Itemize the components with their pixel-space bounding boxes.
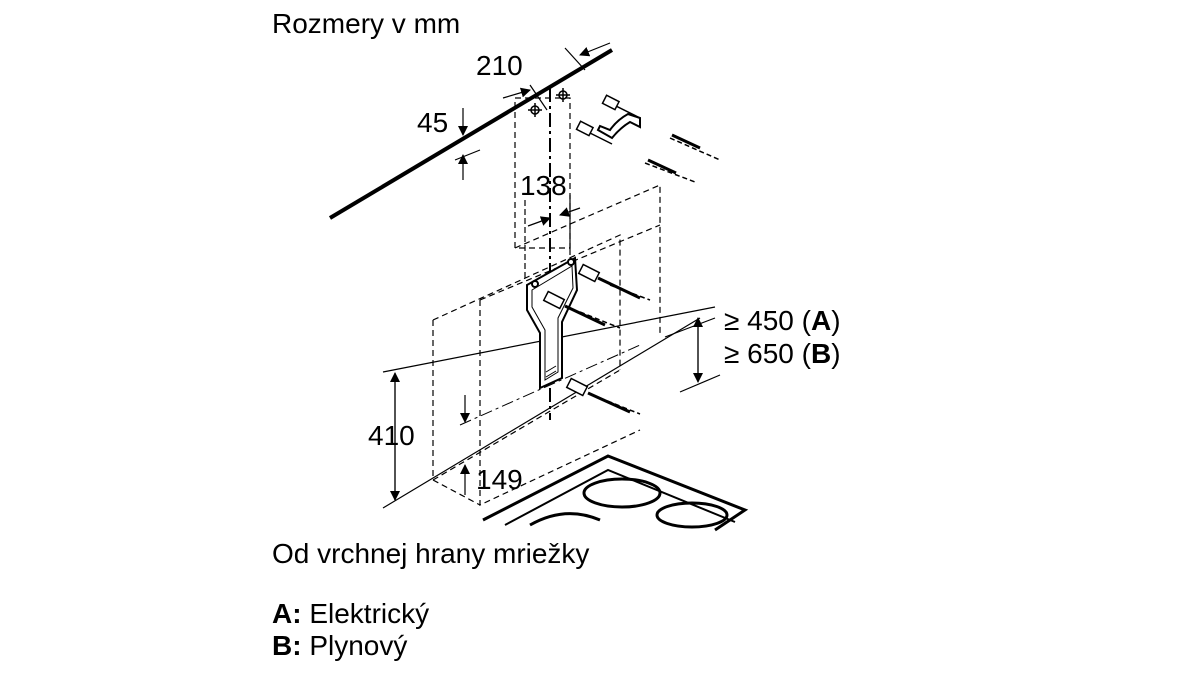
dimension-label-138: 138 <box>520 170 567 201</box>
top-screw-holes <box>528 88 570 117</box>
clearance-gas-letter: B <box>810 338 832 369</box>
legend-item-electric: A: Elektrický <box>272 600 429 628</box>
clearance-electric-letter: A <box>810 305 832 336</box>
dimension-label-45: 45 <box>417 107 449 138</box>
burner <box>655 501 729 529</box>
measurement-note: Od vrchnej hrany mriežky <box>272 538 590 569</box>
dimension-label-410: 410 <box>368 420 415 451</box>
upper-bracket <box>596 112 641 140</box>
legend-key: B: <box>272 630 302 661</box>
legend-key: A: <box>272 598 302 629</box>
lower-wall-plugs <box>542 263 651 415</box>
clearance-gas-value: ≥ 650 ( <box>724 338 811 369</box>
chimney-bracket <box>526 256 579 390</box>
dimension-label-149: 149 <box>476 464 523 495</box>
clearance-gas: ≥ 650 (B) <box>724 340 841 368</box>
upper-wall-plugs <box>575 94 721 183</box>
dimension-label-210: 210 <box>476 50 523 81</box>
legend-item-gas: B: Plynový <box>272 632 407 660</box>
page-title: Rozmery v mm <box>272 8 461 39</box>
legend-label: Elektrický <box>309 598 430 629</box>
dimension-45 <box>454 108 481 180</box>
dimension-clearance <box>664 317 721 393</box>
clearance-gas-close: ) <box>831 338 841 369</box>
burner <box>582 477 662 509</box>
ceiling-line <box>328 48 614 220</box>
legend-label: Plynový <box>309 630 408 661</box>
clearance-electric-value: ≥ 450 ( <box>724 305 811 336</box>
dimension-138 <box>524 195 581 280</box>
dimension-210 <box>502 42 611 111</box>
cooktop <box>482 454 749 532</box>
clearance-electric-close: ) <box>831 305 841 336</box>
clearance-electric: ≥ 450 (A) <box>724 307 841 335</box>
chimney-outline <box>432 97 661 506</box>
